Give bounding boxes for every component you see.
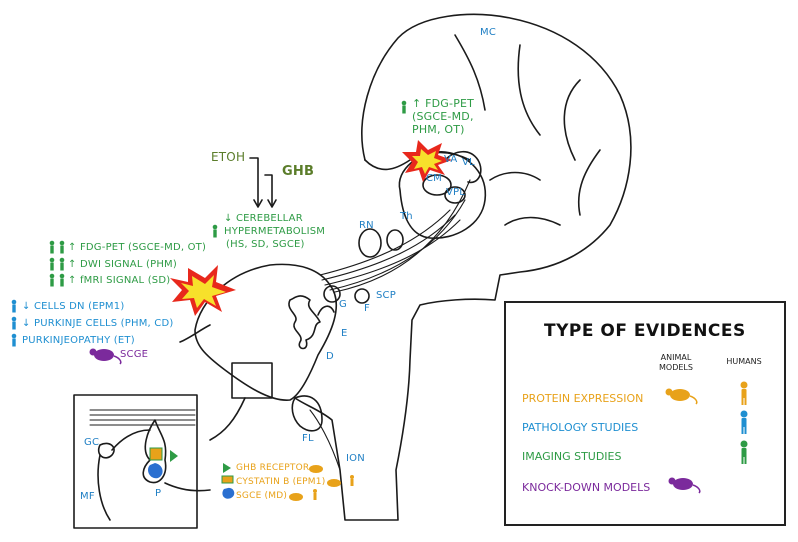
va-vl-outline (444, 150, 482, 184)
flocculus (291, 395, 323, 432)
person-icon-legend-pathology (740, 410, 748, 434)
mouse-icon-legend-protein (665, 388, 698, 405)
label-rn: RN (359, 220, 374, 231)
pathway-3 (324, 219, 461, 286)
legend-row-imaging: IMAGING STUDIES (522, 450, 622, 463)
person-icon-legend-imaging (740, 440, 748, 464)
label-e: E (341, 328, 348, 339)
pathology-line1: ↓ CELLS DN (EPM1) (22, 301, 125, 312)
ghb-arrow (264, 174, 273, 206)
blob-icon-inset (147, 463, 163, 479)
mouse-icon-protein (289, 465, 341, 501)
person-icon-protein (313, 475, 354, 500)
label-gc: GC (84, 437, 100, 448)
metabolism-line3: (HS, SD, SGCE) (226, 239, 305, 250)
zoom-box (231, 362, 273, 399)
label-ion: ION (346, 453, 365, 464)
burst-icon-cerebellum (170, 265, 236, 316)
label-f: F (364, 303, 370, 314)
inset-fibers (89, 409, 196, 426)
ghb-receptor-label: GHB RECEPTOR (236, 463, 310, 473)
person-icon-left-group (11, 100, 407, 347)
inset-to-proteins-arrow (164, 482, 211, 492)
blob-icon (222, 487, 235, 499)
fastigial-nucleus (354, 288, 370, 304)
cm-nucleus (422, 174, 452, 196)
dentate-nucleus (288, 295, 321, 350)
cystatin-label: CYSTATIN B (EPM1) (236, 477, 326, 487)
cortex-sulcus-3 (563, 79, 581, 161)
legend-icons (665, 381, 748, 494)
cortex-sulcus-5 (504, 216, 561, 226)
label-d: D (326, 351, 334, 362)
thalamus-fdg-line2: (SGCE-MD, (412, 110, 474, 123)
ghb-label: GHB (282, 164, 315, 179)
etoh-label: ETOH (211, 150, 246, 164)
cortex-outline (294, 13, 632, 521)
legend-title: TYPE OF EVIDENCES (544, 321, 746, 341)
label-mf: MF (80, 491, 95, 502)
person-icon-legend-protein (740, 381, 748, 405)
rectangle-icon (221, 475, 234, 484)
label-scp: SCP (376, 290, 396, 301)
label-va: VA (444, 154, 458, 165)
pathway-4 (329, 199, 466, 291)
globose-nucleus (323, 285, 341, 303)
label-cm: CM (426, 173, 443, 184)
label-fl: FL (302, 433, 314, 444)
red-nucleus-2 (386, 229, 404, 251)
cortex-sulcus-6 (489, 171, 541, 181)
legend-col-animal: ANIMAL MODELS (659, 353, 693, 372)
imaging-line2: ↑ DWI SIGNAL (PHM) (68, 259, 177, 270)
mouse-icon-knockdown (89, 348, 122, 365)
cortex-sulcus-2 (517, 44, 541, 136)
imaging-line3: ↑ fMRI SIGNAL (SD) (68, 275, 171, 286)
cerebellum-outline (194, 263, 338, 401)
pathway-5 (334, 179, 471, 293)
label-mc: MC (480, 27, 497, 38)
metabolism-line2: HYPERMETABOLISM (224, 226, 326, 237)
etoh-arrow (249, 157, 259, 206)
label-vl: VL (462, 157, 475, 168)
pathology-line2: ↓ PURKINJE CELLS (PHM, CD) (22, 318, 174, 329)
zoom-arrow (209, 397, 246, 441)
legend-row-pathology: PATHOLOGY STUDIES (522, 421, 639, 434)
legend-col-humans: HUMANS (726, 357, 762, 366)
label-th: Th (400, 211, 413, 222)
pathology-line3: PURKINJEOPATHY (ET) (22, 335, 135, 346)
olive-to-cerebellum (309, 409, 341, 471)
parallel-fiber-climb (111, 429, 151, 451)
pathway-1 (319, 209, 451, 276)
granule-cell (97, 442, 115, 459)
cerebellum-to-pathology-arrow (179, 324, 211, 343)
legend-box: TYPE OF EVIDENCES ANIMAL MODELS HUMANS P… (504, 301, 786, 526)
label-vpl: VPL (446, 187, 466, 198)
emboliform (317, 305, 335, 316)
imaging-line1: ↑ FDG-PET (SGCE-MD, OT) (68, 242, 207, 253)
purkinje-cell (142, 419, 167, 484)
triangle-icon (223, 463, 231, 473)
metabolism-line1: ↓ CEREBELLAR (224, 213, 303, 224)
cortex-sulcus-1 (454, 34, 486, 111)
label-g: G (339, 299, 347, 310)
legend-row-knockdown: KNOCK-DOWN MODELS (522, 481, 651, 494)
cortex-sulcus-4 (577, 149, 601, 216)
sgce-label: SGCE (MD) (236, 491, 288, 501)
knockdown-label: SCGE (120, 349, 149, 360)
thalamus-fdg-line1: ↑ FDG-PET (412, 97, 475, 110)
burst-icon-thalamus (402, 140, 452, 182)
mossy-fiber (97, 454, 111, 521)
thalamus-fdg-line3: PHM, OT) (412, 123, 465, 136)
mouse-icon-legend-knockdown (668, 477, 701, 494)
inset-box (73, 394, 198, 529)
label-p: P (155, 488, 162, 499)
rectangle-icon-inset (149, 447, 163, 461)
triangle-icon-inset (170, 450, 178, 462)
red-nucleus (358, 228, 382, 258)
legend-row-protein: PROTEIN EXPRESSION (522, 392, 644, 405)
vpl-nucleus (444, 186, 466, 204)
